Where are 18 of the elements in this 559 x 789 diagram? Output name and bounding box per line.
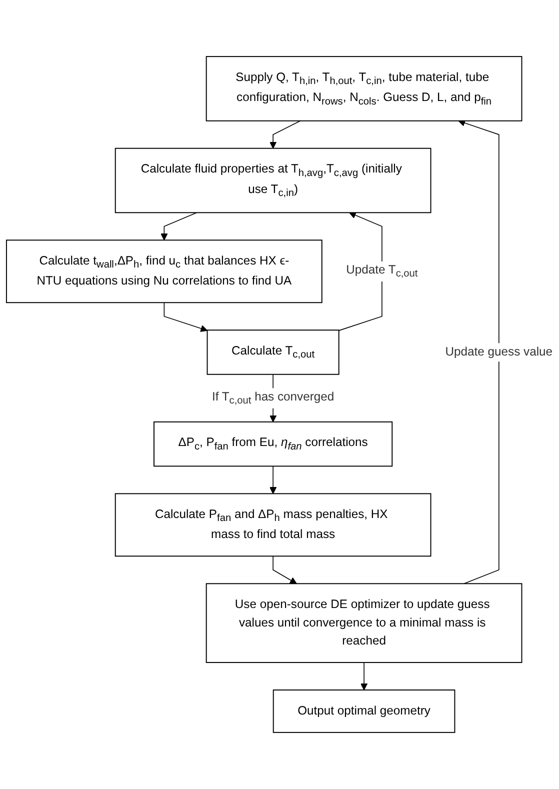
edge-label: Update T$_{c,out}$ bbox=[346, 262, 418, 280]
edge-label: Update guess value bbox=[445, 344, 553, 359]
arrow bbox=[270, 120, 301, 149]
node-box: Output optimal geometry bbox=[272, 690, 456, 733]
node-box: ΔP$_{c}$, P$_{fan}$ from Eu, η$_{fan}$ correlations bbox=[154, 421, 393, 467]
node-box: Calculate P$_{fan}$ and ΔP$_{h}$ mass penalties, HX mass to find total mass bbox=[114, 493, 432, 557]
arrow bbox=[164, 302, 208, 332]
node-box: Use open-source DE optimizer to update guess values until convergence to a minimal mass is reached bbox=[206, 583, 522, 663]
arrow bbox=[360, 662, 368, 690]
arrow bbox=[272, 556, 297, 584]
edge-label: If T$_{c,out}$ has converged bbox=[212, 390, 334, 406]
arrow bbox=[270, 466, 277, 494]
node-box: Calculate t$_{wall}$,ΔP$_{h}$, find u$_{c}$ that balances HX ϵ-NTU equations using Nu correlations to find UA bbox=[6, 240, 322, 304]
arrow bbox=[160, 212, 198, 240]
node-box: Calculate fluid properties at T$_{h,avg}$,T$_{c,avg}$ (initially use T$_{c,in}$) bbox=[114, 148, 432, 214]
node-box: Calculate T$_{c,out}$ bbox=[206, 330, 340, 375]
node-box: Supply Q, T$_{h,in}$, T$_{h,out}$, T$_{c,in}$, tube material, tube configuration, N$_{rows}$, N$_{cols}$. Guess D, L, and p$_{fin}$ bbox=[206, 56, 522, 122]
arrow bbox=[458, 120, 500, 584]
